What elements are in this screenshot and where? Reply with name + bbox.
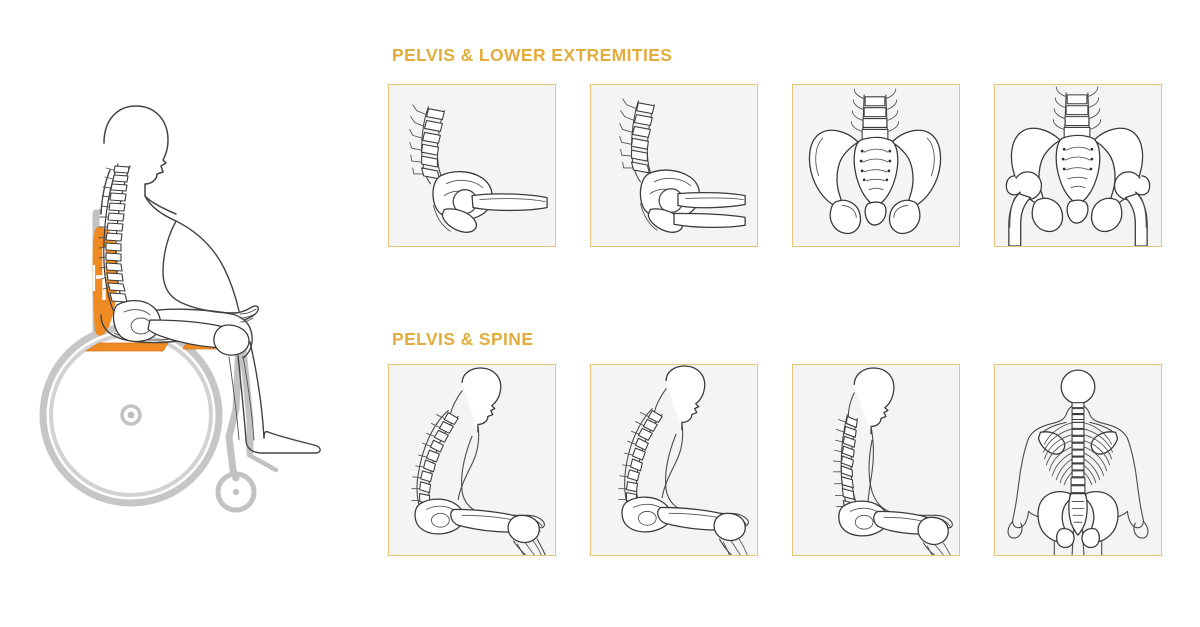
- thumb-card-pelvis-anterior-femurs[interactable]: [994, 84, 1162, 247]
- thumbnail-panel: PELVIS & LOWER EXTREMITIES: [370, 0, 1200, 627]
- seated-upright-drawing: [833, 367, 953, 555]
- seated-semi-upright-drawing: [618, 365, 749, 555]
- section-heading-pelvis-spine: PELVIS & SPINE: [392, 329, 534, 349]
- thumb-card-seated-kyphotic-posture[interactable]: [388, 364, 556, 556]
- thumb-card-pelvis-lateral-neutral[interactable]: [388, 84, 556, 247]
- thumb-card-posterior-spine-pelvis[interactable]: [994, 364, 1162, 556]
- thumb-card-seated-semi-upright[interactable]: [590, 364, 758, 556]
- wheelchair-rear-wheel: [39, 323, 223, 507]
- card-row-pelvis-lower-extremities: [388, 84, 1162, 247]
- spine-bones: [98, 163, 131, 311]
- thumb-card-seated-upright-posture[interactable]: [792, 364, 960, 556]
- pelvis-femur-bones: [112, 299, 255, 441]
- posterior-spine-pelvis-drawing: [1007, 369, 1149, 555]
- thumb-card-pelvis-anterior[interactable]: [792, 84, 960, 247]
- wheelchair-caster-wheel: [215, 466, 257, 513]
- seated-kyphotic-drawing: [411, 367, 546, 555]
- seated-wheelchair-illustration: [0, 0, 370, 627]
- anterior-pelvis-femurs-drawing: [1005, 86, 1151, 246]
- section-heading-pelvis-lower-extremities: PELVIS & LOWER EXTREMITIES: [392, 45, 673, 65]
- body-outline: [100, 105, 321, 454]
- card-row-pelvis-spine: [388, 364, 1162, 556]
- thumb-card-pelvis-lateral-tilted[interactable]: [590, 84, 758, 247]
- lateral-pelvis-lumbar-drawing: [409, 104, 548, 233]
- lateral-pelvis-tilted-drawing: [619, 98, 746, 233]
- anterior-pelvis-drawing: [808, 88, 942, 235]
